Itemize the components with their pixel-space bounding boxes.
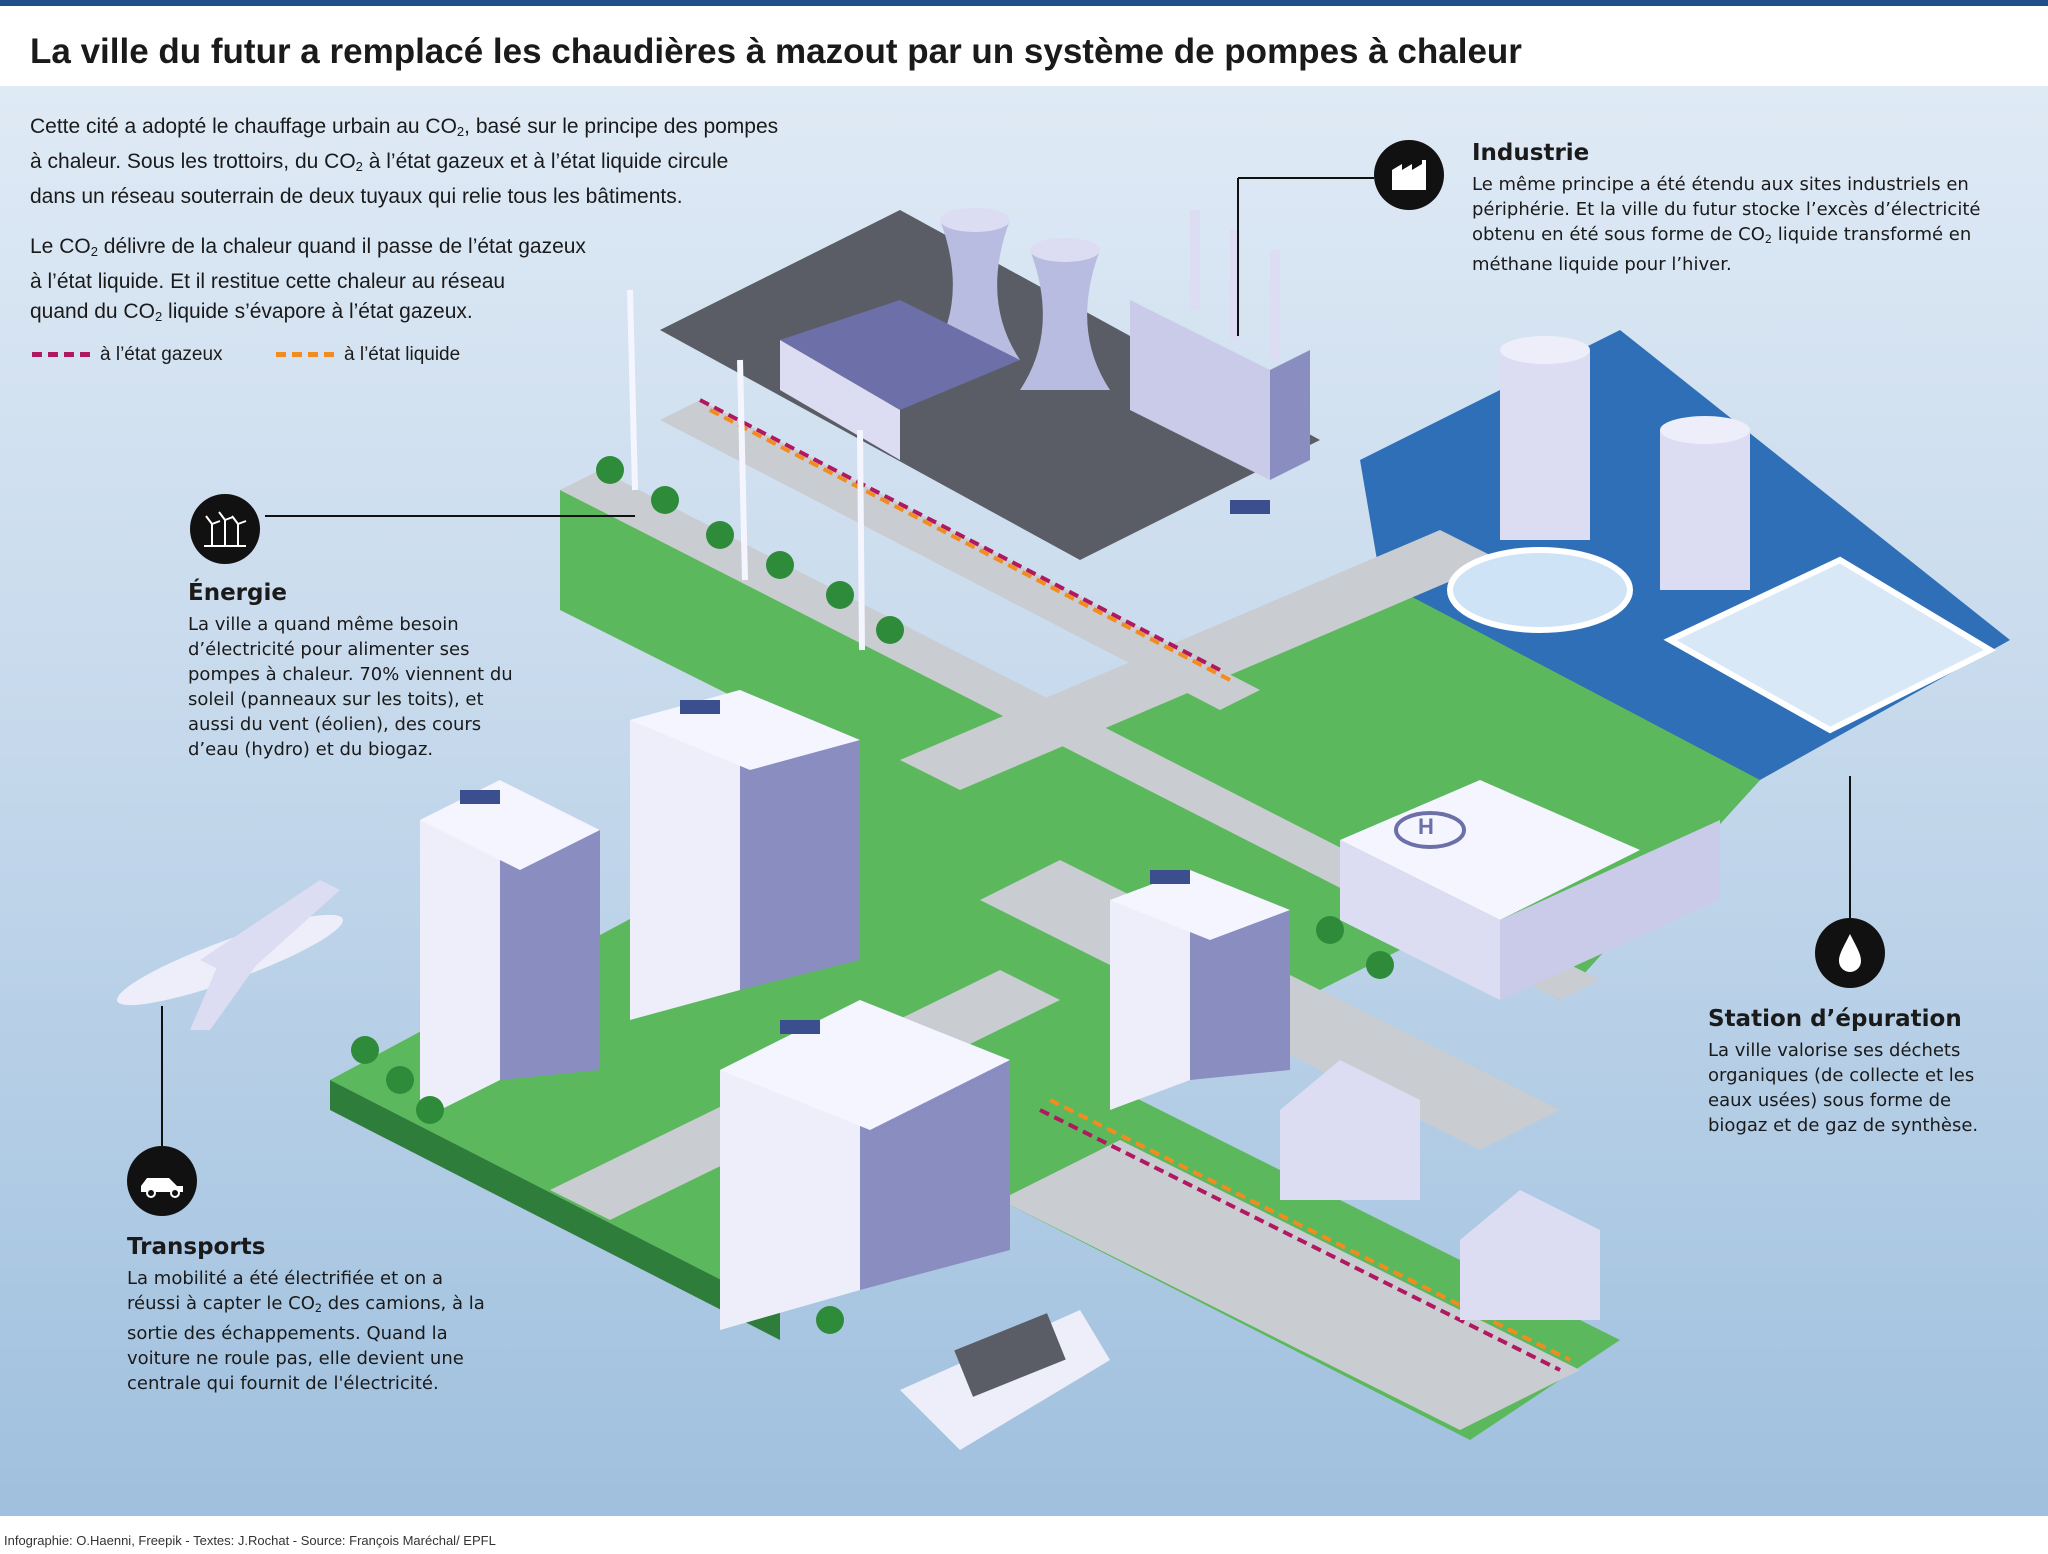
wind-turbines <box>627 289 865 651</box>
hospital <box>1340 780 1720 1000</box>
warehouse <box>780 300 1020 460</box>
city-illustration <box>117 208 2010 1450</box>
tower-right <box>1110 870 1290 1110</box>
energie-text: La ville a quand même besoin d’électrici… <box>188 614 513 760</box>
wind-turbine-icon <box>190 494 260 564</box>
station-heading: Station d’épuration <box>1708 1006 1962 1032</box>
grass-platform <box>330 490 1760 1440</box>
treatment-plant <box>1447 336 1997 734</box>
legend-gas-swatch <box>32 352 90 358</box>
grass-edge <box>330 1080 780 1340</box>
energie-heading: Énergie <box>188 580 287 606</box>
credit-line: Infographie: O.Haenni, Freepik - Textes:… <box>4 1533 496 1548</box>
industrial-ground <box>660 210 1320 560</box>
airplane <box>117 880 343 1030</box>
transports-text: La mobilité a été électrifiée et on a ré… <box>127 1268 485 1394</box>
legend-liquid: à l’état liquide <box>276 344 460 366</box>
cooling-towers <box>930 208 1110 390</box>
road-main <box>660 400 1260 710</box>
solar-panels <box>460 500 1270 1034</box>
industrie-text: Le même principe a été étendu aux sites … <box>1472 174 1981 275</box>
intro-paragraph-2: Le CO2 délivre de la chaleur quand il pa… <box>30 235 586 324</box>
pipe-gas <box>699 398 1221 672</box>
top-accent-bar <box>0 0 2048 6</box>
legend-gas: à l’état gazeux <box>32 344 223 366</box>
station-text: La ville valorise ses déchets organiques… <box>1708 1040 1979 1136</box>
intro-paragraph-1: Cette cité a adopté le chauffage urbain … <box>30 115 779 208</box>
factory-icon <box>1374 140 1444 210</box>
tower-center <box>720 1000 1010 1330</box>
water-drop-icon <box>1815 918 1885 988</box>
transports-heading: Transports <box>127 1234 266 1260</box>
tower-left <box>420 780 600 1120</box>
car-icon <box>127 1146 197 1216</box>
trees <box>351 456 1394 1334</box>
factory <box>1130 210 1310 480</box>
helipad-letter: H <box>1418 814 1434 839</box>
title-bar: La ville du futur a remplacé les chaudiè… <box>0 6 2048 86</box>
boat <box>900 1310 1110 1450</box>
legend-liquid-swatch <box>276 352 334 358</box>
footer: Infographie: O.Haenni, Freepik - Textes:… <box>0 1516 2048 1554</box>
page-title: La ville du futur a remplacé les chaudiè… <box>30 32 1522 71</box>
illustration-area: Cette cité a adopté le chauffage urbain … <box>0 86 2048 1516</box>
pipe-liquid <box>709 408 1231 682</box>
pipe-gas <box>1039 1108 1561 1372</box>
road-quay <box>1000 1140 1580 1430</box>
industrie-heading: Industrie <box>1472 140 1590 166</box>
houses <box>1280 1060 1600 1320</box>
